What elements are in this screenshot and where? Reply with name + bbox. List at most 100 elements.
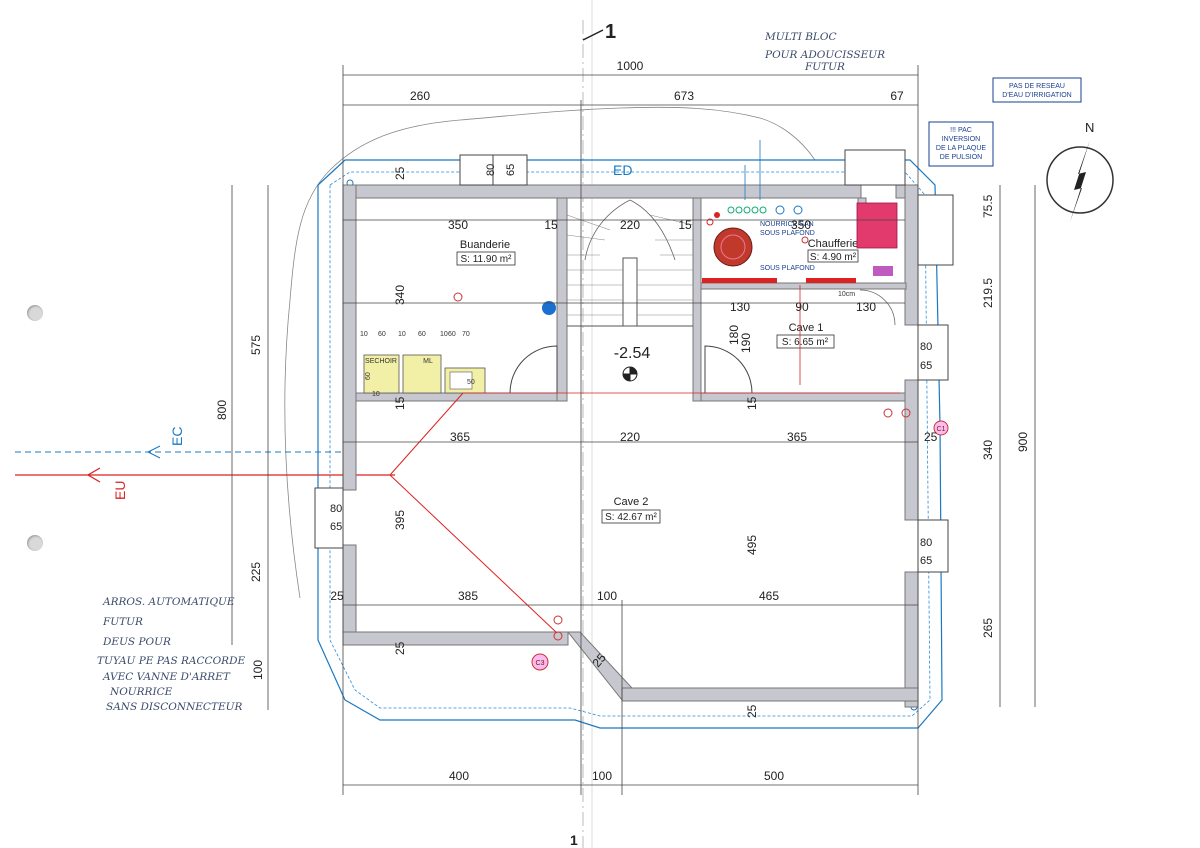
dim-25-bot2: 25: [745, 704, 759, 718]
dim-190: 190: [739, 333, 753, 353]
dim-220a: 220: [620, 218, 640, 232]
dim-350b: 350: [791, 218, 811, 232]
svg-text:1: 1: [605, 21, 616, 43]
svg-text:SOUS PLAFOND: SOUS PLAFOND: [760, 265, 815, 272]
svg-text:FUTUR: FUTUR: [102, 616, 143, 628]
room-cave2: Cave 2 S: 42.67 m²: [601, 496, 661, 524]
dim-350a: 350: [448, 218, 468, 232]
dim-60c: 60: [448, 331, 456, 338]
dim-15a: 15: [544, 218, 558, 232]
dim-495: 495: [745, 535, 759, 555]
room-chaufferie: Chaufferie S: 4.90 m²: [807, 238, 859, 263]
svg-text:MULTI BLOC: MULTI BLOC: [764, 31, 837, 43]
svg-text:INVERSION: INVERSION: [942, 136, 981, 143]
marker-c1: C1: [933, 420, 949, 436]
dim-25-lower: 25: [330, 589, 344, 603]
svg-text:Cave 1: Cave 1: [789, 322, 824, 334]
dim-100-left: 100: [251, 660, 265, 680]
staircase: [566, 199, 694, 327]
dim-10cm: 10cm: [838, 291, 855, 298]
dim-25-top: 25: [393, 166, 407, 180]
dim-total: 1000: [617, 59, 644, 73]
ec-label: EC: [169, 427, 185, 446]
dim-265: 265: [981, 618, 995, 638]
dim-673: 673: [674, 89, 694, 103]
window-right-1: 80 65: [917, 324, 949, 381]
svg-text:S: 42.67 m²: S: 42.67 m²: [605, 512, 657, 523]
svg-text:DE PULSION: DE PULSION: [940, 154, 982, 161]
svg-text:ML: ML: [423, 358, 433, 365]
window-right-2: 80 65: [917, 519, 949, 573]
dim-340-right: 340: [981, 440, 995, 460]
window-top: 80 65: [459, 154, 528, 186]
dim-130a: 130: [730, 300, 750, 314]
dim-70: 70: [462, 331, 470, 338]
svg-text:-2.54: -2.54: [614, 345, 651, 362]
pipe-nodes: NOURRICE SAN SOUS PLAFOND SOUS PLAFOND: [706, 205, 815, 272]
dim-60a: 60: [378, 331, 386, 338]
svg-text:Buanderie: Buanderie: [460, 239, 510, 251]
svg-text:SOUS PLAFOND: SOUS PLAFOND: [760, 230, 815, 237]
svg-text:SECHOIR: SECHOIR: [365, 358, 397, 365]
appliance-ml: ML: [402, 354, 442, 394]
svg-text:NOURRICE: NOURRICE: [109, 686, 173, 698]
svg-text:ARROS. AUTOMATIQUE: ARROS. AUTOMATIQUE: [102, 596, 235, 608]
reseau-line-1: PAS DE RESEAU: [1009, 83, 1065, 90]
dim-60b: 60: [418, 331, 426, 338]
section-marker-bottom: 1: [570, 832, 578, 848]
svg-text:C3: C3: [536, 660, 545, 667]
dim-900: 900: [1016, 432, 1030, 452]
red-pipe-network: [389, 140, 900, 634]
dim-395: 395: [393, 510, 407, 530]
dimension-lines: [231, 65, 1036, 795]
note-box-pac: !!! PAC INVERSION DE LA PLAQUE DE PULSIO…: [928, 121, 994, 167]
door-swings: [509, 289, 896, 394]
boiler-equipment: [702, 202, 898, 283]
svg-text:80: 80: [485, 164, 497, 176]
binder-hole-bottom: [27, 535, 43, 551]
dim-60-v: 60: [365, 372, 372, 380]
dim-800: 800: [215, 400, 229, 420]
svg-text:POUR ADOUCISSEUR: POUR ADOUCISSEUR: [764, 49, 885, 61]
dim-500: 500: [764, 769, 784, 783]
eu-network-line: EU: [15, 467, 395, 500]
svg-text:80: 80: [920, 341, 932, 353]
svg-text:FUTUR: FUTUR: [804, 61, 845, 73]
dim-400: 400: [449, 769, 469, 783]
svg-text:NOURRICE SAN: NOURRICE SAN: [760, 221, 814, 228]
dim-15-left: 15: [393, 396, 407, 410]
svg-text:Cave 2: Cave 2: [614, 496, 649, 508]
dim-10a: 10: [360, 331, 368, 338]
dim-575: 575: [249, 335, 263, 355]
dim-10b: 10: [398, 331, 406, 338]
room-buanderie: Buanderie S: 11.90 m²: [456, 239, 516, 266]
svg-text:65: 65: [505, 164, 517, 176]
room-cave1: Cave 1 S: 6.65 m²: [776, 322, 835, 349]
dim-219-5: 219.5: [981, 278, 995, 308]
window-left: 80 65: [314, 487, 344, 549]
svg-text:DEUS POUR: DEUS POUR: [102, 636, 171, 648]
svg-text:AVEC VANNE D'ARRET: AVEC VANNE D'ARRET: [102, 671, 231, 683]
dim-260: 260: [410, 89, 430, 103]
dim-130b: 130: [856, 300, 876, 314]
handwritten-note-left: ARROS. AUTOMATIQUE FUTUR DEUS POUR TUYAU…: [97, 596, 246, 713]
ed-label: ED: [613, 162, 632, 178]
svg-text:!!! PAC: !!! PAC: [950, 127, 972, 134]
svg-text:S: 11.90 m²: S: 11.90 m²: [461, 254, 513, 265]
dim-465: 465: [759, 589, 779, 603]
dim-67: 67: [890, 89, 904, 103]
dim-220b: 220: [620, 430, 640, 444]
compass-icon: N: [1046, 120, 1114, 222]
window-top-right: [844, 149, 954, 266]
svg-text:80: 80: [920, 537, 932, 549]
svg-text:80: 80: [330, 503, 342, 515]
dim-25-bottom: 25: [393, 641, 407, 655]
svg-text:Chaufferie: Chaufferie: [808, 238, 859, 250]
eu-label: EU: [112, 481, 128, 500]
section-marker-top: 1: [582, 21, 616, 43]
dim-90: 90: [795, 300, 809, 314]
svg-text:DE LA PLAQUE: DE LA PLAQUE: [936, 145, 987, 152]
svg-text:50: 50: [467, 379, 475, 386]
pencil-outline: [284, 106, 816, 599]
